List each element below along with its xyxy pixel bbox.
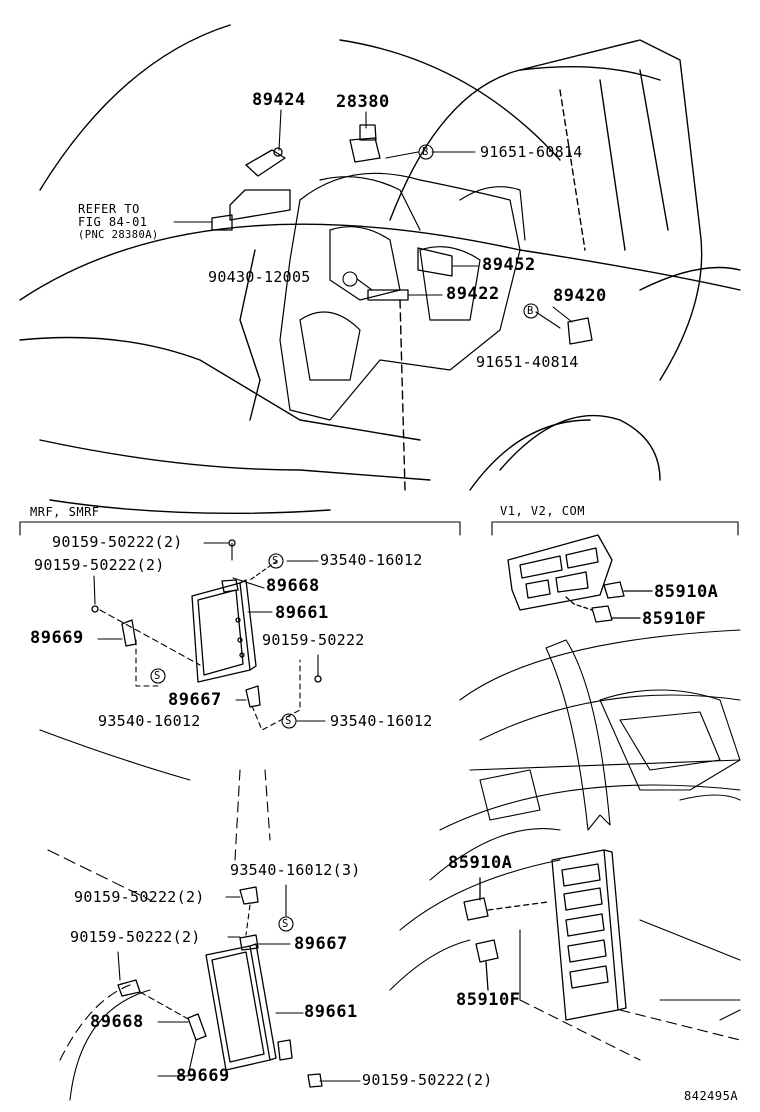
part-85910f-label-b[interactable]: 85910F	[456, 990, 521, 1010]
v-section-title: V1, V2, COM	[500, 504, 585, 518]
part-89452-label[interactable]: 89452	[482, 255, 536, 275]
part-89661-label-b[interactable]: 89661	[304, 1002, 358, 1022]
leader-lines-top	[173, 109, 573, 329]
part-89420-label[interactable]: 89420	[553, 286, 607, 306]
part-91651-40814-label[interactable]: 91651-40814	[476, 353, 579, 371]
dashboard-scene	[389, 629, 741, 1061]
refer-to-line-2[interactable]: FIG 84-01	[78, 215, 148, 229]
part-90159-50222-2-label-c[interactable]: 90159-50222(2)	[74, 888, 205, 906]
b-marker-2: B	[527, 305, 534, 317]
lower-leader-lines	[117, 884, 361, 1082]
mrf-section-title: MRF, SMRF	[30, 505, 100, 519]
vehicle-body-outline	[19, 24, 741, 515]
part-89424-label[interactable]: 89424	[252, 90, 306, 110]
part-85910f-label-a[interactable]: 85910F	[642, 609, 707, 629]
refer-to-line-3: (PNC 28380A)	[78, 229, 159, 241]
part-93540-16012-label-b[interactable]: 93540-16012	[98, 712, 201, 730]
part-90159-50222-2-label-e[interactable]: 90159-50222(2)	[362, 1071, 493, 1089]
v-section-frame	[491, 521, 739, 536]
part-89668-label-a[interactable]: 89668	[266, 576, 320, 596]
part-28380-label[interactable]: 28380	[336, 92, 390, 112]
part-85910a-label-a[interactable]: 85910A	[654, 582, 719, 602]
part-89669-label-a[interactable]: 89669	[30, 628, 84, 648]
part-89669-label-b[interactable]: 89669	[176, 1066, 230, 1086]
figure-code: 842495A	[684, 1089, 739, 1103]
mrf-leader-lines	[93, 542, 326, 731]
refer-to-line-1: REFER TO	[78, 202, 140, 216]
part-90159-50222-label[interactable]: 90159-50222	[262, 631, 365, 649]
sensor-parts-top	[211, 124, 593, 345]
s-marker-lower	[278, 916, 294, 932]
part-90159-50222-2-label-d[interactable]: 90159-50222(2)	[70, 928, 201, 946]
s-marker-2: S	[154, 670, 161, 682]
part-91651-60814-label[interactable]: 91651-60814	[480, 143, 583, 161]
part-85910a-label-b[interactable]: 85910A	[448, 853, 513, 873]
ecu-module-lower	[117, 886, 323, 1088]
s-marker-1: S	[272, 555, 279, 567]
part-90430-12005-label[interactable]: 90430-12005	[208, 268, 311, 286]
part-89667-label-b[interactable]: 89667	[294, 934, 348, 954]
s-marker-3: S	[285, 715, 292, 727]
junction-block-v	[507, 534, 653, 623]
part-93540-16012-label-c[interactable]: 93540-16012	[330, 712, 433, 730]
junction-block-dash	[463, 849, 627, 1021]
part-90159-50222-2-label-b[interactable]: 90159-50222(2)	[34, 556, 165, 574]
part-93540-16012-label-a[interactable]: 93540-16012	[320, 551, 423, 569]
lower-ecu-scene	[47, 769, 271, 1101]
engine-assembly	[279, 172, 526, 421]
part-89422-label[interactable]: 89422	[446, 284, 500, 304]
b-markers	[342, 144, 539, 319]
b-marker-1: B	[422, 146, 429, 158]
part-93540-16012-3-label[interactable]: 93540-16012(3)	[230, 861, 361, 879]
s-markers-mrf	[150, 553, 297, 729]
part-89661-label-a[interactable]: 89661	[275, 603, 329, 623]
mrf-section-frame	[19, 521, 461, 781]
part-89668-label-b[interactable]: 89668	[90, 1012, 144, 1032]
part-89667-label-a[interactable]: 89667	[168, 690, 222, 710]
part-90159-50222-2-label-a[interactable]: 90159-50222(2)	[52, 533, 183, 551]
s-marker-4: S	[282, 918, 289, 930]
